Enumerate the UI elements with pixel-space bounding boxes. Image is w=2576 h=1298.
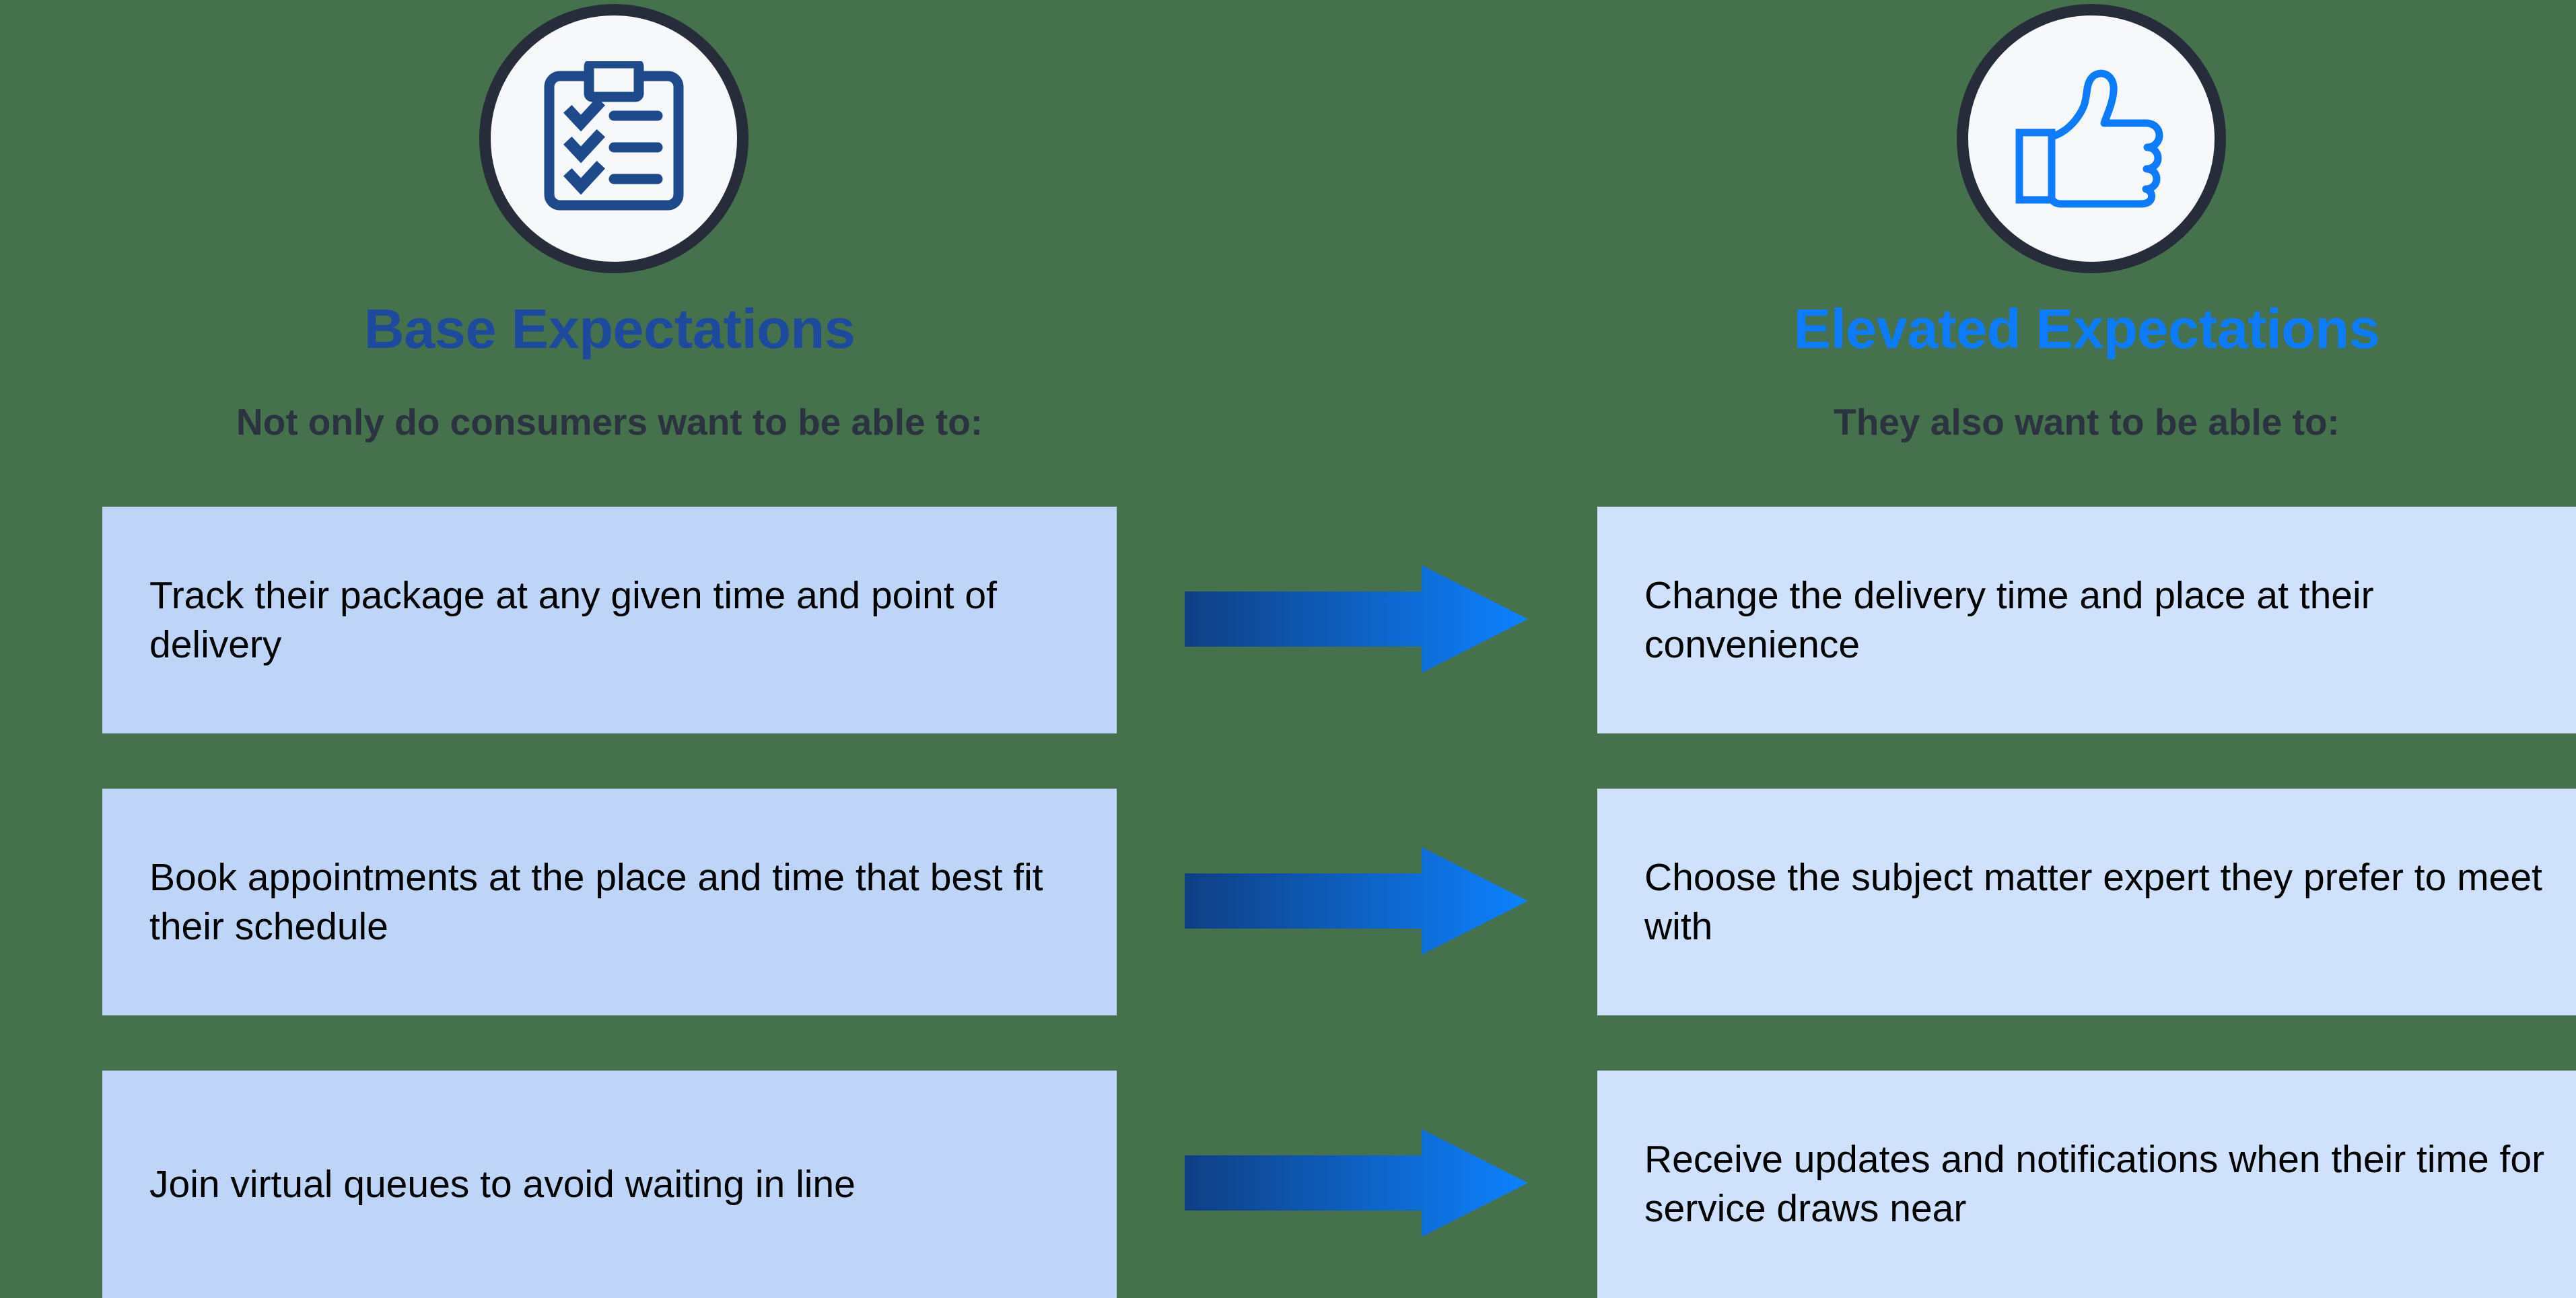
base-expectation-text-1: Track their package at any given time an…: [149, 573, 997, 666]
elevated-expectation-text-1: Change the delivery time and place at th…: [1644, 573, 2374, 666]
connector-arrow-3: [1185, 1129, 1528, 1237]
elevated-expectation-card-1: Change the delivery time and place at th…: [1597, 507, 2576, 733]
connector-arrow-1: [1185, 565, 1528, 673]
right-arrow-icon: [1185, 1129, 1528, 1237]
elevated-expectation-card-2: Choose the subject matter expert they pr…: [1597, 789, 2576, 1015]
base-expectation-text-2: Book appointments at the place and time …: [149, 855, 1043, 948]
base-expectations-title: Base Expectations: [363, 297, 856, 360]
elevated-expectation-text-2: Choose the subject matter expert they pr…: [1644, 855, 2542, 948]
thumbs-up-badge: [1957, 4, 2226, 273]
clipboard-checklist-icon: [540, 61, 688, 216]
elevated-expectation-card-3: Receive updates and notifications when t…: [1597, 1071, 2576, 1298]
base-expectations-subtitle: Not only do consumers want to be able to…: [236, 401, 983, 443]
base-expectation-card-3: Join virtual queues to avoid waiting in …: [102, 1071, 1117, 1298]
base-expectation-text-3: Join virtual queues to avoid waiting in …: [149, 1162, 856, 1206]
right-arrow-icon: [1185, 847, 1528, 955]
connector-arrow-2: [1185, 847, 1528, 955]
elevated-expectation-text-3: Receive updates and notifications when t…: [1644, 1138, 2545, 1230]
elevated-expectations-subtitle: They also want to be able to:: [1834, 401, 2340, 443]
base-expectation-card-1: Track their package at any given time an…: [102, 507, 1117, 733]
clipboard-badge: [479, 4, 749, 273]
elevated-expectations-title: Elevated Expectations: [1793, 297, 2380, 360]
right-arrow-icon: [1185, 565, 1528, 673]
base-expectation-card-2: Book appointments at the place and time …: [102, 789, 1117, 1015]
thumbs-up-icon: [2014, 68, 2169, 209]
